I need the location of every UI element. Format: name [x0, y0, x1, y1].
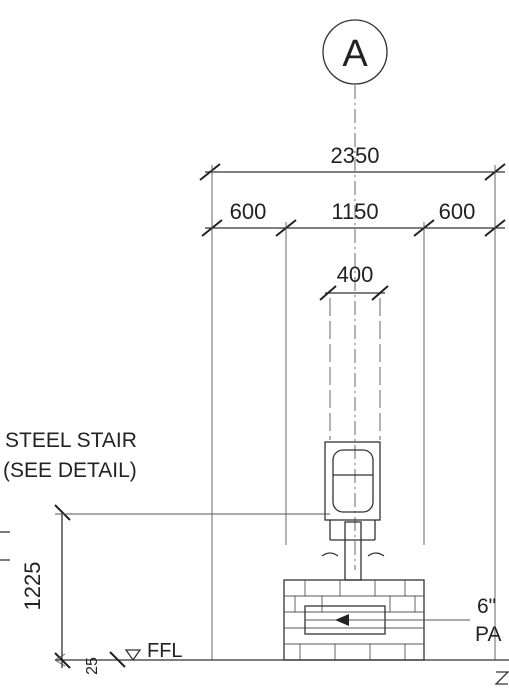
stair-bracket [367, 552, 385, 557]
ffl-marker: FFL [124, 640, 183, 662]
dim-tick [109, 651, 126, 668]
column-outline [329, 298, 381, 440]
dim-overall-text: 2350 [331, 143, 380, 168]
dim-tick [319, 285, 337, 301]
grid-bubble-label: A [342, 33, 368, 75]
dim-column-text: 400 [337, 262, 374, 287]
stair-head-box [324, 441, 381, 521]
ffl-label: FFL [147, 640, 183, 662]
dim-tick [371, 285, 389, 301]
dim-overall: 2350 [199, 143, 506, 181]
dim-tick [54, 504, 71, 521]
right-note-line2: PA [475, 623, 501, 646]
dim-left-bay-text: 600 [230, 199, 267, 224]
dim-bays: 600 1150 600 [201, 199, 506, 237]
right-note-line1: 6" [477, 595, 496, 618]
stair-label-line1: STEEL STAIR [5, 429, 137, 452]
floor-arrow [54, 653, 66, 667]
dim-height: 1225 [0, 504, 330, 669]
grid-bubble-circle [322, 19, 388, 85]
dim-height-text: 1225 [20, 562, 45, 611]
dim-column: 400 [319, 262, 389, 301]
section-marker-fragment [494, 671, 509, 685]
dim-small: 25 [84, 651, 126, 675]
stair-assembly [321, 441, 385, 581]
stair-bracket [321, 552, 339, 557]
dim-tick [54, 652, 71, 669]
stair-label-line2: (SEE DETAIL) [3, 459, 137, 482]
dim-right-bay-text: 600 [439, 199, 476, 224]
grid-bubble-a: A [322, 19, 388, 85]
level-triangle-icon [124, 649, 142, 662]
dim-small-text: 25 [84, 657, 101, 675]
dim-center-bay-text: 1150 [331, 199, 378, 224]
stair-post [344, 521, 362, 581]
anchor-arrow [335, 614, 349, 626]
stair-head-inner [332, 449, 374, 513]
dim-tick [199, 163, 221, 181]
extension-lines [211, 165, 496, 660]
